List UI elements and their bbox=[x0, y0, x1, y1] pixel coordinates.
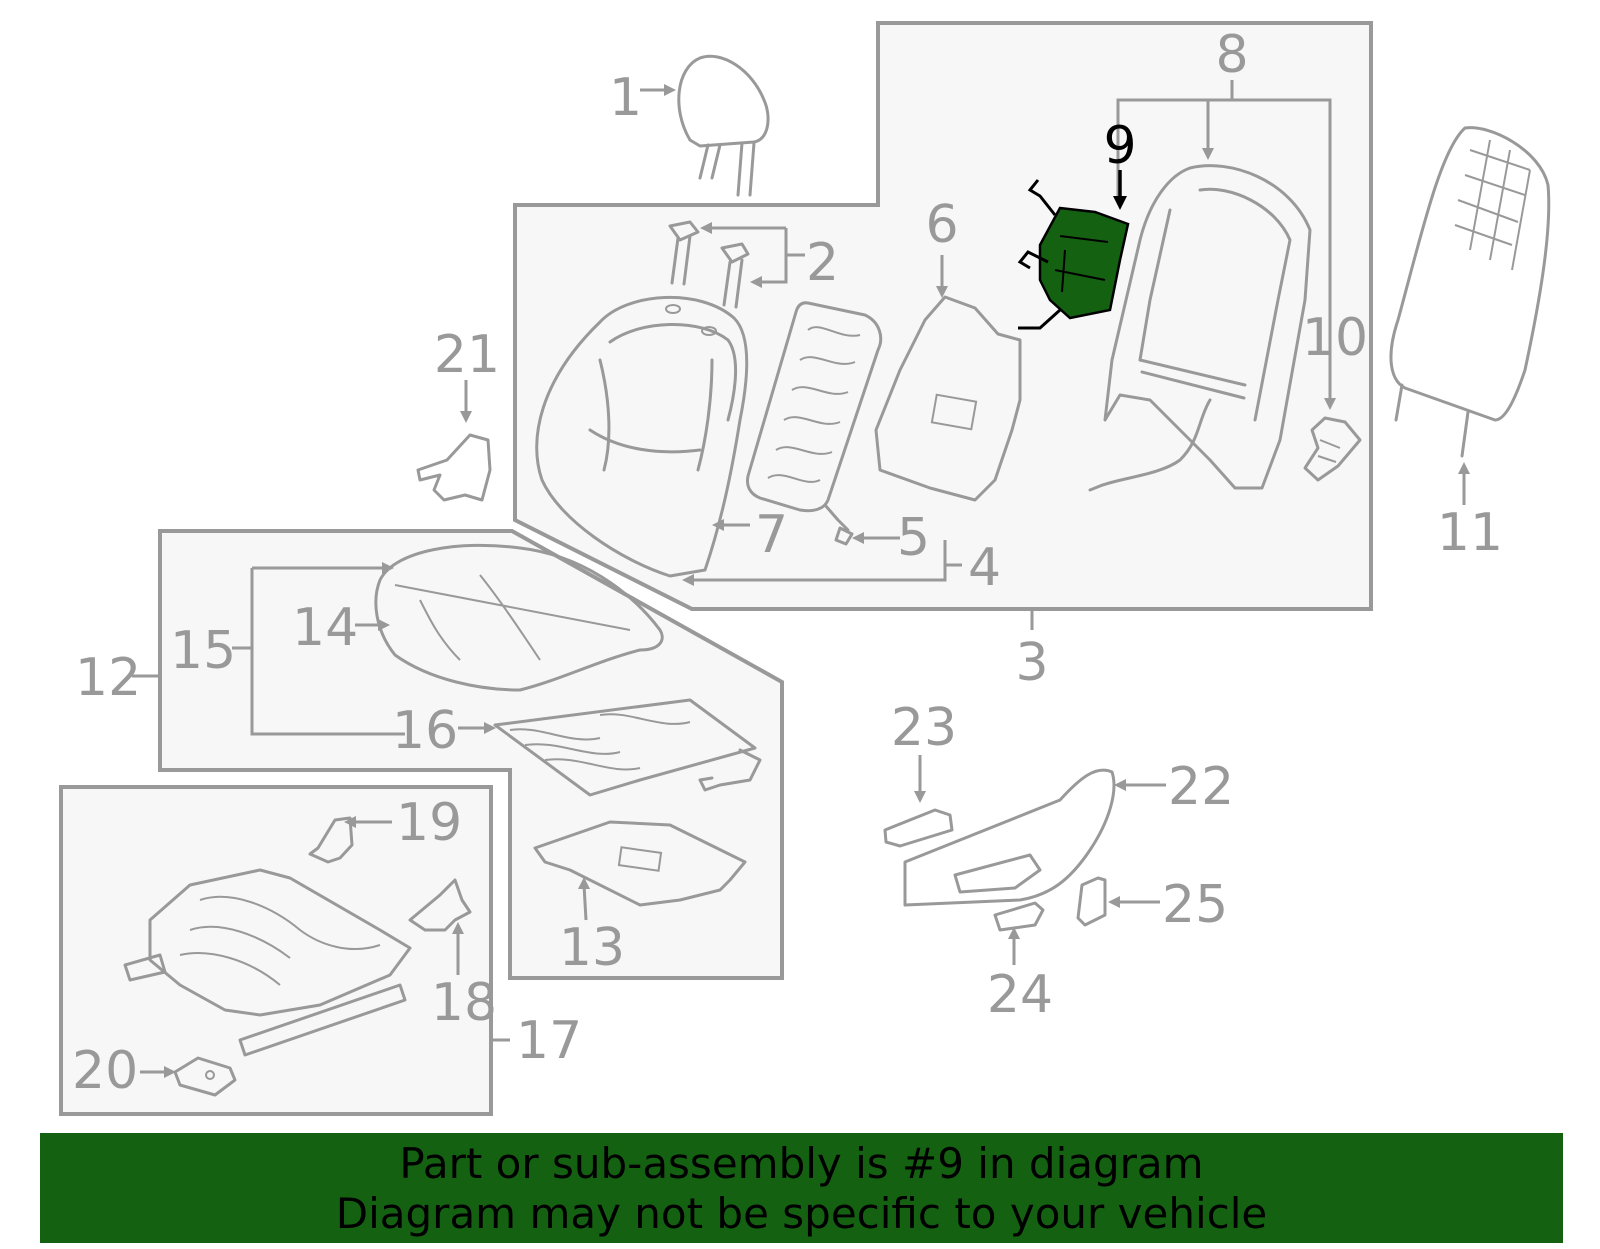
callout-4: 4 bbox=[968, 538, 1001, 598]
leader-lines bbox=[132, 80, 1470, 1078]
callout-23: 23 bbox=[891, 698, 957, 758]
callout-6: 6 bbox=[925, 195, 958, 255]
headrest-guide-part bbox=[668, 220, 750, 309]
callout-1: 1 bbox=[609, 68, 642, 128]
callout-22: 22 bbox=[1168, 757, 1234, 817]
switch-knob-part bbox=[993, 901, 1045, 932]
callout-12: 12 bbox=[75, 648, 141, 708]
cushion-bracket-part bbox=[308, 816, 354, 864]
seat-module-part bbox=[173, 1056, 237, 1097]
side-shield-part bbox=[903, 768, 1116, 907]
headrest-part bbox=[677, 54, 770, 197]
info-banner: Part or sub-assembly is #9 in diagram Di… bbox=[40, 1133, 1563, 1243]
callout-7: 7 bbox=[755, 505, 788, 565]
parts-diagram: 1 2 3 4 5 6 7 8 9 10 11 12 13 14 15 16 1… bbox=[59, 21, 1551, 1116]
switch-connector-part bbox=[1303, 416, 1362, 482]
cushion-pad-part bbox=[533, 820, 747, 907]
cover-bracket-part bbox=[416, 433, 492, 502]
seat-cushion-frame-part bbox=[123, 868, 412, 1057]
callout-19: 19 bbox=[396, 793, 462, 853]
seat-switch-part bbox=[883, 808, 954, 848]
callout-16: 16 bbox=[392, 701, 458, 761]
callout-9: 9 bbox=[1103, 116, 1136, 176]
callout-25: 25 bbox=[1162, 875, 1228, 935]
callout-14: 14 bbox=[292, 598, 358, 658]
callout-13: 13 bbox=[559, 918, 625, 978]
seat-back-frame-part bbox=[1088, 164, 1312, 492]
cushion-heater-part bbox=[493, 698, 762, 797]
callout-11: 11 bbox=[1437, 503, 1503, 563]
callout-24: 24 bbox=[987, 965, 1053, 1025]
seat-wiring-harness-part-9 bbox=[1017, 179, 1130, 330]
group-box-3 bbox=[513, 21, 1373, 611]
lever-knob-part bbox=[1076, 876, 1107, 927]
back-heater-part bbox=[746, 301, 883, 546]
callout-15: 15 bbox=[170, 621, 236, 681]
callout-21: 21 bbox=[434, 325, 500, 385]
callout-3: 3 bbox=[1015, 633, 1048, 693]
seat-back-board-part bbox=[1389, 126, 1551, 458]
callout-20: 20 bbox=[72, 1041, 138, 1101]
side-bracket-part bbox=[408, 878, 472, 932]
callout-2: 2 bbox=[806, 233, 839, 293]
callout-8: 8 bbox=[1215, 25, 1248, 85]
callout-18: 18 bbox=[431, 973, 497, 1033]
banner-line-2: Diagram may not be specific to your vehi… bbox=[335, 1189, 1268, 1238]
callout-10: 10 bbox=[1302, 308, 1368, 368]
seat-back-cover-part bbox=[535, 295, 749, 578]
group-box-17 bbox=[59, 785, 493, 1116]
seat-cushion-cover-part bbox=[374, 543, 664, 692]
callout-5: 5 bbox=[897, 508, 930, 568]
back-pad-part bbox=[874, 295, 1022, 502]
banner-line-1: Part or sub-assembly is #9 in diagram bbox=[399, 1139, 1204, 1188]
callout-17: 17 bbox=[516, 1011, 582, 1071]
